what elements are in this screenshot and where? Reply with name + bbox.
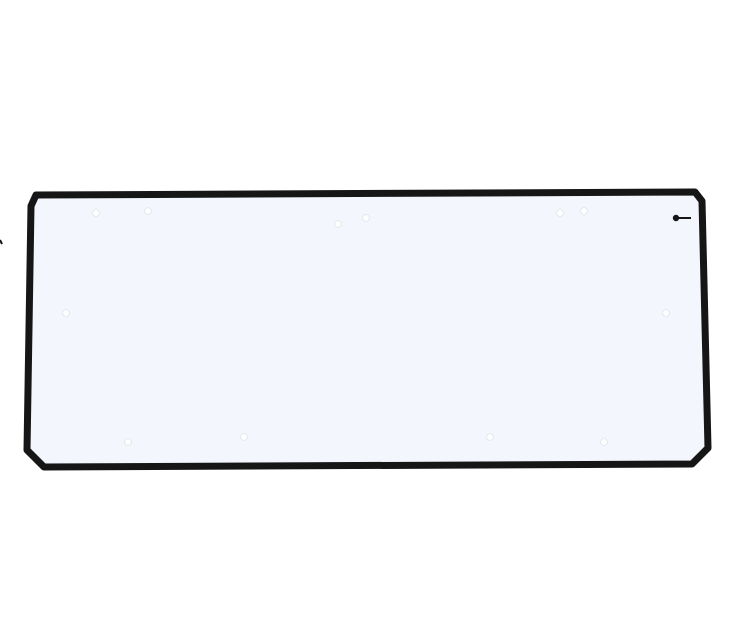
- mount-hole: [662, 309, 670, 317]
- mount-hole: [92, 209, 100, 217]
- mounting-holes: [62, 207, 670, 446]
- mount-hole: [556, 209, 564, 217]
- left-edge-mark: [0, 239, 3, 245]
- mount-hole: [486, 433, 494, 441]
- mount-hole: [362, 214, 370, 222]
- mount-hole: [62, 309, 70, 317]
- mount-hole: [240, 433, 248, 441]
- mount-hole: [124, 438, 132, 446]
- corner-pin: [672, 214, 691, 222]
- mount-hole: [334, 220, 342, 228]
- mount-hole: [600, 438, 608, 446]
- mount-hole: [580, 207, 588, 215]
- mount-hole: [144, 207, 152, 215]
- glass-panel: [23, 188, 712, 471]
